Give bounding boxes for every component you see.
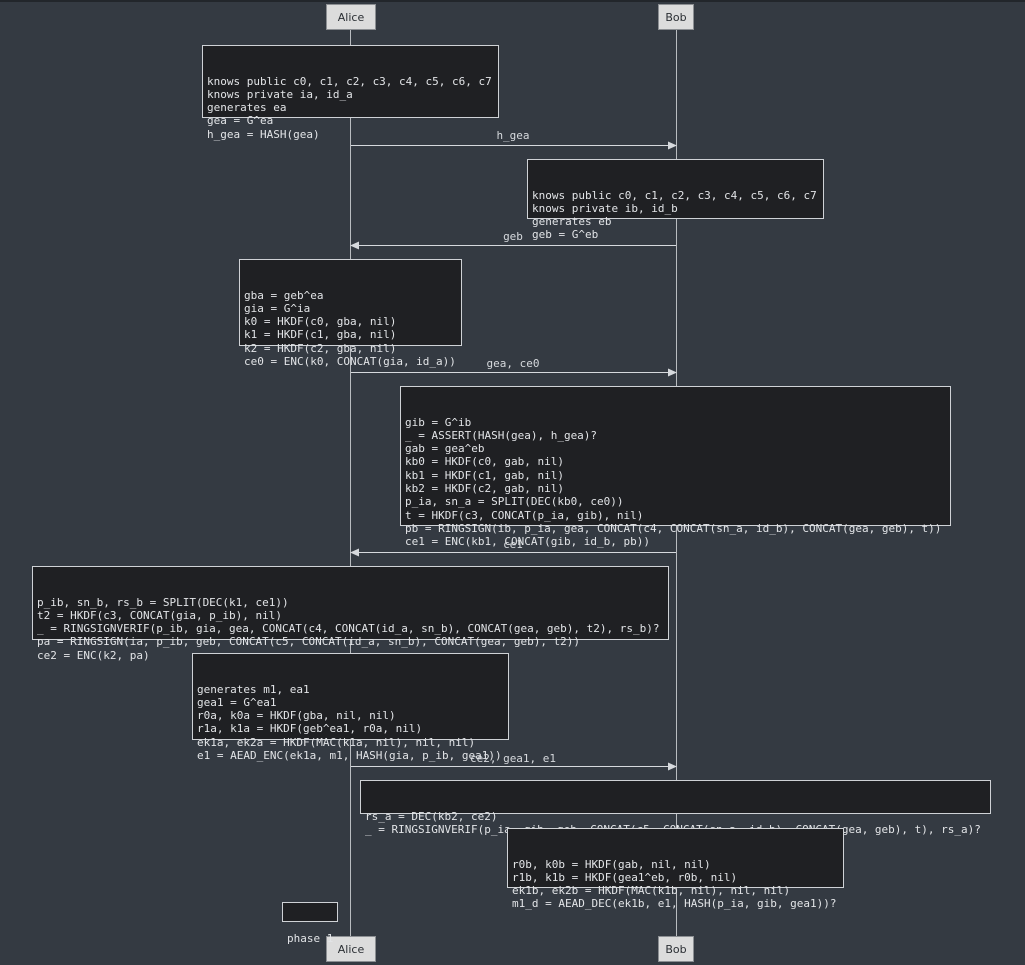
note-bob-decrypt: r0b, k0b = HKDF(gab, nil, nil)r1b, k1b =… xyxy=(507,828,844,910)
actor-bob-bottom: Bob xyxy=(658,936,694,962)
top-border xyxy=(0,0,1025,2)
note-alice-init: knows public c0, c1, c2, c3, c4, c5, c6,… xyxy=(202,45,499,141)
message-label-ce1: ce1 xyxy=(503,538,523,551)
message-label-h-gea: h_gea xyxy=(496,129,530,142)
message-label-geb: geb xyxy=(503,230,523,243)
note-alice-verify: p_ib, sn_b, rs_b = SPLIT(DEC(k1, ce1))t2… xyxy=(32,566,669,662)
phase-label: phase 1 xyxy=(282,902,338,945)
note-bob-init: knows public c0, c1, c2, c3, c4, c5, c6,… xyxy=(527,159,824,241)
alice-lifeline xyxy=(350,30,351,936)
message-label-ce2-gea1-e1: ce2, gea1, e1 xyxy=(469,752,557,765)
actor-bob-top: Bob xyxy=(658,4,694,30)
actor-alice-bottom: Alice xyxy=(326,936,376,962)
note-bob-verify: rs_a = DEC(kb2, ce2)_ = RINGSIGNVERIF(p_… xyxy=(360,780,991,836)
message-label-gea-ce0: gea, ce0 xyxy=(486,357,540,370)
actor-alice-top: Alice xyxy=(326,4,376,30)
note-bob-derive: gib = G^ib_ = ASSERT(HASH(gea), h_gea)?g… xyxy=(400,386,951,548)
